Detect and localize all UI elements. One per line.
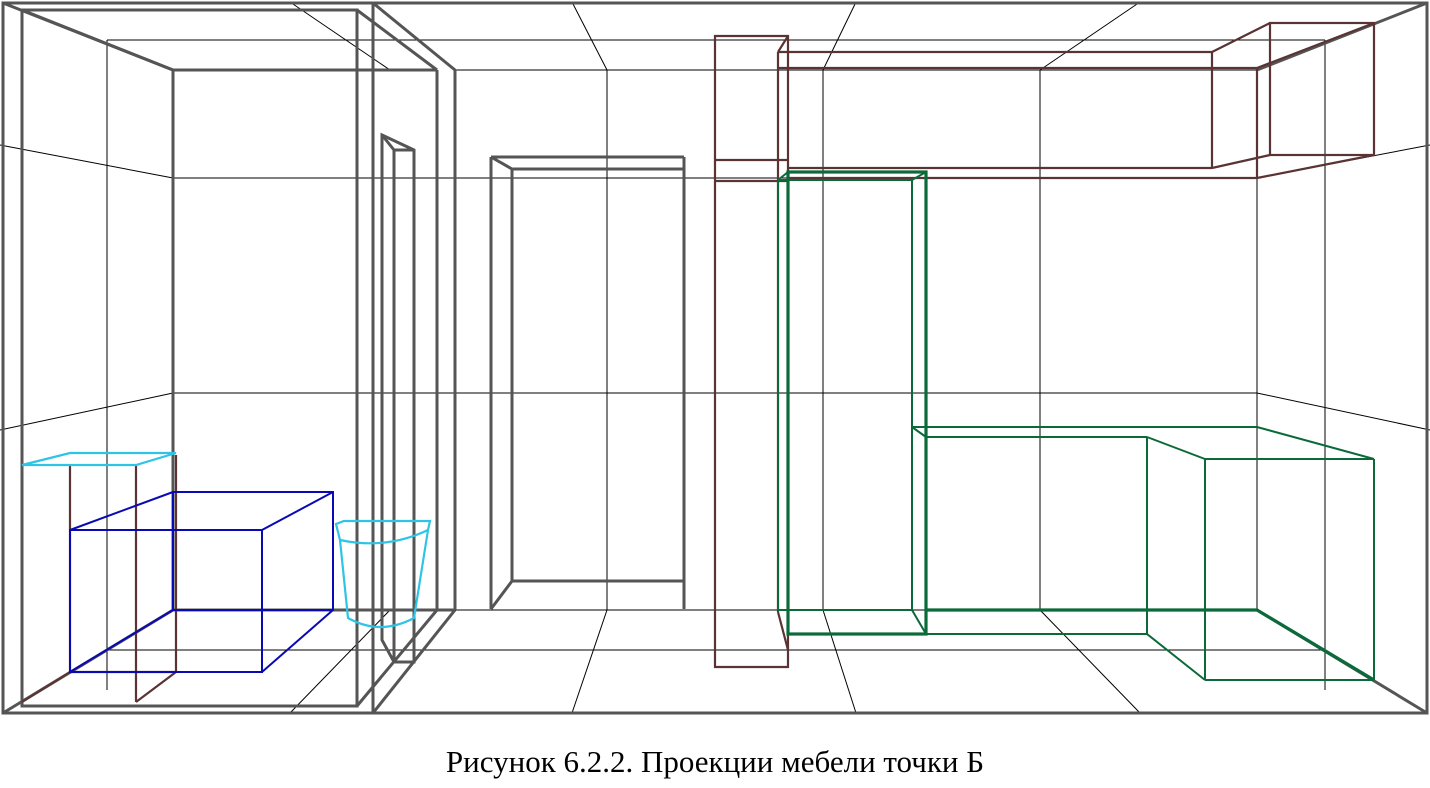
- bowl-top: [334, 519, 432, 545]
- room-front-frame: [1, 1, 1429, 715]
- grid-line: [571, 1, 608, 71]
- cabinet-outline: [713, 34, 790, 669]
- cabin-front-frame: [20, 8, 359, 708]
- box-edge: [69, 491, 174, 531]
- cabin-edge: [21, 8, 174, 72]
- bowl-body: [338, 529, 430, 628]
- grid-line: [289, 1, 391, 71]
- shelf-edge: [135, 671, 177, 703]
- upper-cabinet-side-face: [1268, 21, 1376, 157]
- shelf-stand-brown: [21, 455, 178, 703]
- upper-cabinet-edge: [1256, 21, 1375, 70]
- grid-line: [822, 609, 857, 714]
- box-front-face: [69, 529, 263, 673]
- grid-line: [0, 392, 174, 431]
- grid-line: [1256, 392, 1430, 431]
- bed-edge: [911, 426, 927, 438]
- box-edge: [261, 609, 334, 673]
- cabin-edge: [372, 1, 456, 72]
- basin-top-outline: [21, 451, 177, 467]
- upper-cabinet-edge: [1211, 153, 1271, 170]
- box-blue: [69, 491, 334, 673]
- grid-line: [1039, 609, 1141, 714]
- left-cabin: [20, 1, 457, 714]
- wash-basin-top: [21, 451, 177, 467]
- wardrobe-edge: [777, 171, 789, 181]
- shelf-edge: [21, 671, 71, 703]
- side-door-edge: [380, 134, 396, 151]
- grid-line: [0, 144, 174, 179]
- box-back-face: [172, 491, 334, 611]
- back-door-edge: [490, 155, 513, 171]
- wardrobe-edge: [911, 609, 927, 635]
- upper-cabinet-brown: [778, 21, 1376, 180]
- wardrobe-edge: [911, 171, 927, 181]
- grid-line: [571, 609, 608, 714]
- bed-edge: [1256, 426, 1375, 460]
- side-door-outline: [380, 132, 416, 664]
- toilet-bowl-cyan: [334, 519, 432, 628]
- box-edge: [69, 609, 174, 673]
- room-edge: [1256, 1, 1428, 72]
- bed-edge: [1256, 608, 1375, 682]
- bed-edge: [1146, 436, 1206, 460]
- bed-edge: [1146, 633, 1206, 681]
- upper-cabinet-edge: [1211, 22, 1271, 53]
- upper-cabinet-edge: [1256, 153, 1375, 180]
- cabin-edge: [355, 609, 439, 707]
- cabin-edge: [356, 8, 438, 72]
- figure-caption: Рисунок 6.2.2. Проекции мебели точки Б: [445, 744, 985, 779]
- back-door-edge: [489, 580, 514, 610]
- grid-line: [822, 1, 857, 71]
- side-door: [380, 132, 416, 664]
- back-door: [489, 155, 686, 610]
- wardrobe-front: [786, 170, 928, 636]
- cabinet-edge: [777, 35, 789, 53]
- cabinet-edge: [776, 611, 790, 651]
- grid-line: [1039, 1, 1141, 71]
- wardrobe-green: [777, 170, 928, 636]
- grid-line: [289, 609, 391, 714]
- room-projection-diagram: [0, 1, 1430, 715]
- box-edge: [261, 491, 334, 531]
- bed-green: [911, 426, 1375, 682]
